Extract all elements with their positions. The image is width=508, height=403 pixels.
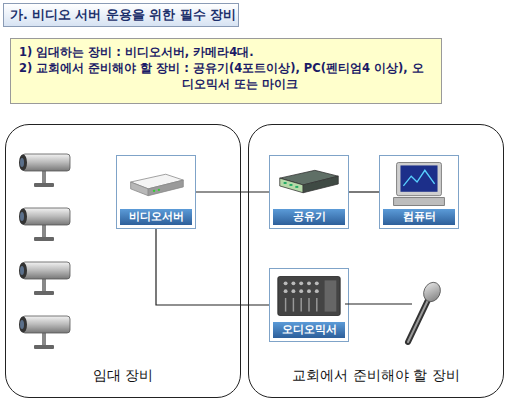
container-label: 교회에서 준비해야 할 장비 [249, 367, 503, 385]
device-label: 오디오믹서 [273, 322, 345, 338]
computer-icon [380, 156, 458, 210]
device-label: 공유기 [273, 209, 345, 225]
note-line: 2) 교회에서 준비해야 할 장비 : 공유기(4포트이상), PC(펜티엄4 … [19, 60, 433, 92]
container-label: 임대 장비 [6, 367, 240, 385]
server-icon [117, 156, 195, 210]
note-line: 1) 임대하는 장비 : 비디오서버, 카메라4대. [19, 44, 433, 60]
device-box: 오디오믹서 [269, 268, 349, 342]
device-box: 공유기 [269, 155, 349, 229]
device-icon [117, 156, 195, 210]
device-icon [270, 156, 348, 210]
device-label: 컴퓨터 [383, 209, 455, 225]
title-box: 가. 비디오 서버 운용을 위한 필수 장비 [3, 3, 239, 27]
group-container: 임대 장비 비디오서버 [5, 124, 241, 398]
mixer-icon [270, 269, 348, 323]
group-container: 교회에서 준비해야 할 장비 공유기 컴퓨터오디오믹서 [248, 124, 504, 398]
device-icon [270, 269, 348, 323]
device-box: 비디오서버 [116, 155, 196, 229]
router-icon [270, 156, 348, 210]
device-icon [380, 156, 458, 210]
device-box: 컴퓨터 [379, 155, 459, 229]
note-box: 1) 임대하는 장비 : 비디오서버, 카메라4대.2) 교회에서 준비해야 할… [10, 38, 442, 104]
device-label: 비디오서버 [120, 209, 192, 225]
title-text: 가. 비디오 서버 운용을 위한 필수 장비 [10, 7, 236, 24]
